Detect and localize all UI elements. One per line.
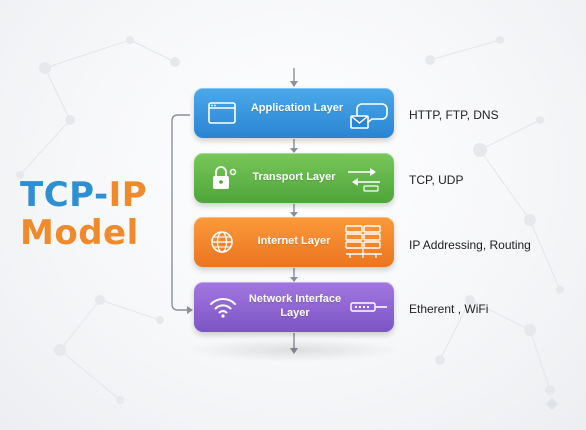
title-model: Model	[20, 213, 139, 254]
title-tcp: TCP-	[20, 175, 109, 215]
transport-layer-box: Transport Layer	[194, 153, 394, 203]
server-network-icon	[345, 225, 382, 258]
internet-protocols: IP Addressing, Routing	[409, 238, 531, 252]
network-interface-layer-label: Network Interface Layer	[248, 293, 342, 319]
network-interface-layer-box: Network Interface Layer	[194, 282, 394, 332]
chat-mail-icon	[350, 103, 388, 129]
transport-layer-label: Transport Layer	[252, 171, 336, 183]
transport-protocols: TCP, UDP	[409, 173, 464, 187]
application-protocols: HTTP, FTP, DNS	[409, 108, 499, 122]
diagram-title: TCP-IP Model	[20, 176, 170, 252]
ethernet-cable-icon	[350, 302, 387, 312]
wifi-icon	[210, 298, 236, 318]
internet-layer-box: Internet Layer	[194, 217, 394, 267]
application-layer-label: Application Layer	[250, 102, 344, 114]
stack-shadow	[184, 338, 404, 362]
title-ip: IP	[108, 175, 148, 215]
globe-icon	[211, 231, 233, 253]
application-layer-box: Application Layer	[194, 88, 394, 138]
network-interface-protocols: Etherent , WiFi	[409, 302, 489, 316]
browser-window-icon	[208, 102, 236, 124]
lock-icon	[213, 166, 237, 189]
transfer-arrows-icon	[348, 168, 380, 192]
internet-layer-label: Internet Layer	[257, 235, 331, 247]
